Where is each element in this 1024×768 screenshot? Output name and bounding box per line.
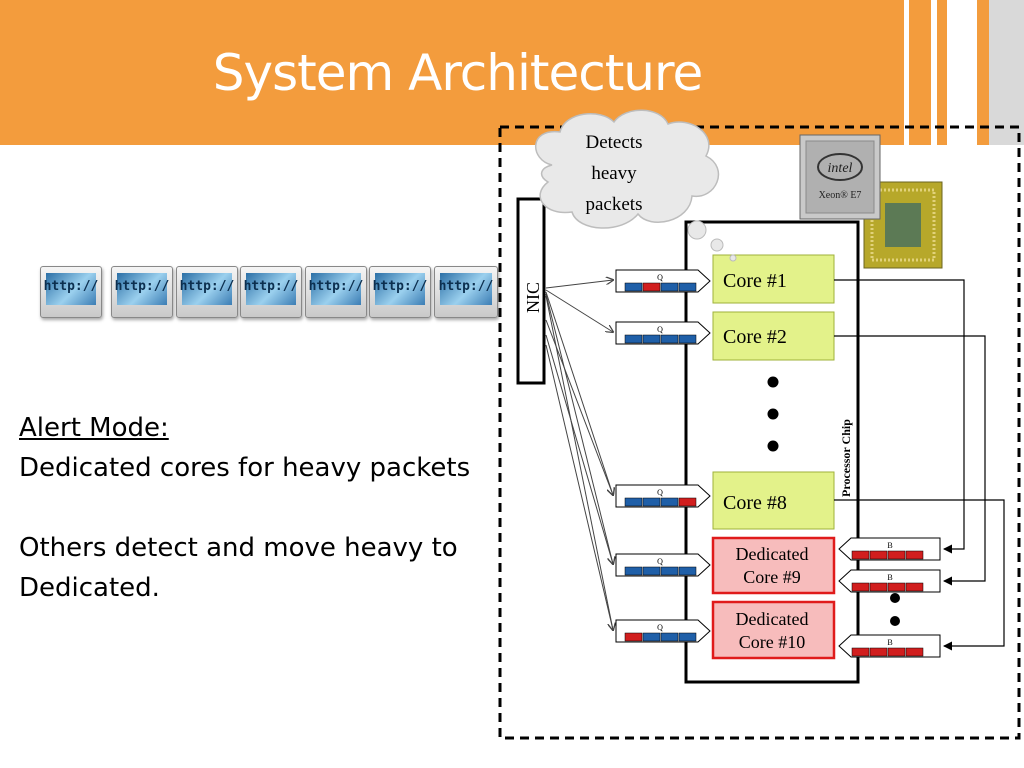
cloud-text: Detects bbox=[586, 132, 643, 153]
http-packet-icon: http:// bbox=[434, 266, 498, 318]
core-buffer-routes bbox=[834, 279, 1005, 651]
ellipsis-dot bbox=[767, 440, 779, 452]
left-text-block: Alert Mode: Dedicated cores for heavy pa… bbox=[19, 408, 470, 608]
buffer-9a: B bbox=[838, 537, 941, 561]
core-1-box bbox=[712, 254, 835, 304]
dedicated-core-9-label: Core #9 bbox=[743, 567, 801, 587]
cloud-text: heavy bbox=[591, 163, 637, 184]
queue-label: Q bbox=[657, 488, 663, 497]
cpu-brand: intel bbox=[828, 161, 853, 176]
http-packet-icon: http:// bbox=[240, 266, 302, 318]
core-8-label: Core #8 bbox=[723, 492, 787, 514]
header-stripe bbox=[931, 0, 937, 145]
queue-label: Q bbox=[657, 273, 663, 282]
core-1-label: Core #1 bbox=[723, 270, 787, 292]
ellipsis-dot bbox=[767, 376, 779, 388]
ellipsis-dot bbox=[767, 408, 779, 420]
dedicated-core-10-box bbox=[711, 600, 836, 660]
cpu-model: Xeon® E7 bbox=[819, 190, 862, 201]
core-2-box bbox=[712, 311, 835, 361]
header-stripe bbox=[947, 0, 977, 145]
cpu-image: intel Xeon® E7 bbox=[799, 134, 943, 269]
header-stripe bbox=[895, 0, 904, 145]
core-8-box bbox=[712, 471, 835, 530]
ellipsis-dot bbox=[890, 616, 900, 626]
buffer-9b: B bbox=[838, 569, 941, 593]
text-line: Dedicated. bbox=[19, 573, 160, 603]
header-stripe bbox=[909, 0, 931, 145]
http-packet-icon: http:// bbox=[40, 266, 102, 318]
http-packet-icon: http:// bbox=[305, 266, 367, 318]
http-packet-icon: http:// bbox=[111, 266, 173, 318]
dedicated-core-9-label: Dedicated bbox=[736, 544, 809, 564]
queue-label: Q bbox=[657, 325, 663, 334]
nic-label: NIC bbox=[523, 282, 543, 313]
nic-queue-arrows bbox=[545, 280, 613, 630]
text-line: Others detect and move heavy to bbox=[19, 533, 458, 563]
queue-9: Q bbox=[615, 553, 711, 577]
header-stripe bbox=[977, 0, 989, 145]
ellipsis-dot bbox=[890, 593, 900, 603]
dedicated-core-10-label: Dedicated bbox=[736, 609, 809, 629]
dedicated-core-10-label: Core #10 bbox=[739, 632, 806, 652]
queue-1: Q bbox=[615, 269, 711, 293]
header-stripe bbox=[904, 0, 909, 145]
http-packet-icon: http:// bbox=[176, 266, 238, 318]
dedicated-core-9-box bbox=[711, 536, 836, 595]
header-stripe bbox=[989, 0, 1024, 145]
queue-10: Q bbox=[615, 619, 711, 643]
queue-label: Q bbox=[657, 623, 663, 632]
text-line: Dedicated cores for heavy packets bbox=[19, 453, 471, 483]
buffer-10: B bbox=[838, 634, 941, 658]
slide-title: System Architecture bbox=[212, 44, 703, 102]
header-bar bbox=[0, 0, 895, 145]
system-boundary bbox=[498, 125, 1021, 740]
nic-box bbox=[516, 197, 546, 385]
http-packet-icon: http:// bbox=[369, 266, 431, 318]
queue-2: Q bbox=[615, 321, 711, 345]
buffer-label: B bbox=[887, 573, 892, 582]
buffer-label: B bbox=[887, 638, 892, 647]
detect-cloud: Detects heavy packets bbox=[535, 109, 737, 262]
processor-chip-label: Processor Chip bbox=[839, 419, 853, 497]
queue-8: Q bbox=[615, 484, 711, 508]
core-2-label: Core #2 bbox=[723, 326, 787, 348]
cloud-text: packets bbox=[586, 194, 643, 215]
header-stripe bbox=[937, 0, 947, 145]
alert-mode-heading: Alert Mode: bbox=[19, 413, 169, 443]
queue-label: Q bbox=[657, 557, 663, 566]
buffer-label: B bbox=[887, 541, 892, 550]
